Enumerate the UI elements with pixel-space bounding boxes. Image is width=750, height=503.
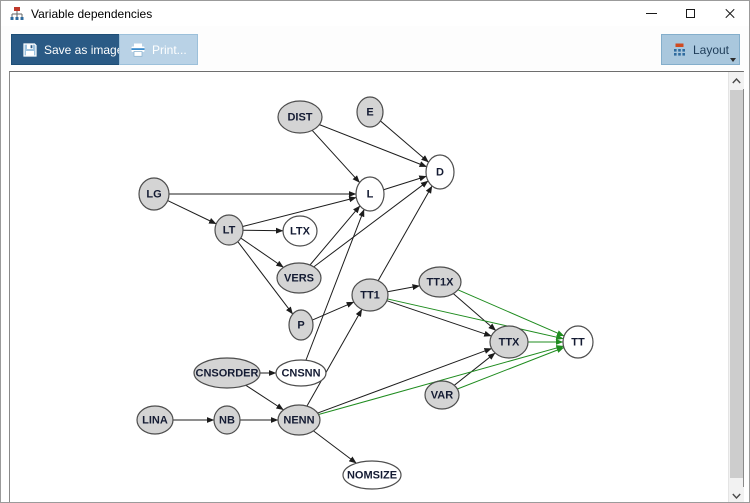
graph-node-CNSORDER[interactable]: CNSORDER — [193, 357, 261, 389]
edge-VERS-L — [309, 205, 361, 266]
graph-node-E[interactable]: E — [356, 96, 384, 128]
edge-VERS-D — [313, 180, 429, 268]
edge-NENN-TTX — [317, 347, 492, 414]
edge-VAR-TTX — [453, 352, 496, 386]
node-label-E: E — [366, 107, 373, 119]
edge-TT1-TTX — [386, 300, 492, 337]
scroll-down-button[interactable] — [729, 487, 744, 502]
graph-node-NOMSIZE[interactable]: NOMSIZE — [342, 460, 402, 490]
node-label-CNSNN: CNSNN — [281, 368, 320, 380]
graph-node-NENN[interactable]: NENN — [277, 404, 321, 436]
graph-node-TTX[interactable]: TTX — [489, 325, 529, 359]
edge-L-D — [383, 175, 427, 191]
chevron-down-icon — [730, 58, 736, 62]
edge-E-D — [380, 120, 429, 163]
edge-NENN-TT — [318, 345, 564, 416]
save-as-image-button[interactable]: Save as image... — [11, 34, 145, 65]
node-label-LT: LT — [223, 225, 236, 237]
print-button[interactable]: Print... — [119, 34, 198, 65]
edge-TT1X-TT — [457, 289, 565, 337]
edge-LT-VERS — [240, 237, 284, 268]
node-label-TT1X: TT1X — [427, 277, 455, 289]
close-icon — [724, 8, 736, 20]
graph-node-DIST[interactable]: DIST — [277, 100, 323, 134]
node-label-P: P — [297, 320, 304, 332]
node-label-TT: TT — [571, 337, 585, 349]
graph-node-CNSNN[interactable]: CNSNN — [275, 359, 327, 387]
edge-LG-LT — [167, 200, 217, 225]
node-label-NOMSIZE: NOMSIZE — [347, 470, 397, 482]
layout-button[interactable]: Layout — [660, 34, 740, 65]
dependency-graph: DIST E D LG L LT LTX VERS TT1 TT1X P TTX TT CNSORDER C… — [136, 96, 594, 490]
node-label-NENN: NENN — [283, 415, 314, 427]
printer-icon — [131, 43, 145, 57]
toolbar: Save as image... Print... Layout — [1, 26, 749, 70]
edge-LT-L — [242, 196, 357, 228]
node-label-TTX: TTX — [499, 337, 520, 349]
edge-CNSNN-L — [305, 209, 365, 361]
node-label-DIST: DIST — [287, 112, 312, 124]
edge-CNSORDER-NENN — [245, 384, 284, 411]
edge-NENN-NOMSIZE — [313, 430, 357, 464]
graph-canvas[interactable]: DIST E D LG L LT LTX VERS TT1 TT1X P TTX TT CNSORDER C… — [9, 71, 744, 502]
graph-node-P[interactable]: P — [288, 309, 314, 341]
node-label-D: D — [436, 167, 444, 179]
graph-node-NB[interactable]: NB — [213, 405, 241, 435]
edge-DIST-D — [319, 124, 427, 168]
scroll-up-button[interactable] — [729, 72, 744, 89]
org-chart-icon — [10, 6, 24, 20]
node-label-VERS: VERS — [284, 273, 314, 285]
edge-TT1-D — [377, 185, 433, 281]
title-bar: Variable dependencies — [1, 1, 749, 26]
minimize-icon — [646, 13, 657, 14]
org-chart-icon — [673, 43, 685, 56]
maximize-button[interactable] — [671, 1, 710, 26]
node-label-LG: LG — [146, 189, 161, 201]
edge-NENN-TT1 — [306, 309, 363, 407]
edge-VAR-TT — [457, 347, 565, 390]
edge-TT1-TT1X — [387, 284, 420, 293]
chevron-up-icon — [732, 77, 741, 83]
node-label-CNSORDER: CNSORDER — [196, 368, 259, 380]
print-label: Print... — [152, 42, 187, 57]
close-button[interactable] — [710, 1, 749, 26]
edge-LT-P — [237, 241, 294, 315]
graph-node-VAR[interactable]: VAR — [424, 380, 460, 410]
graph-node-L[interactable]: L — [355, 176, 385, 212]
graph-node-LTX[interactable]: LTX — [282, 215, 318, 247]
chevron-down-icon — [732, 493, 741, 499]
window-title: Variable dependencies — [31, 6, 153, 21]
vertical-scrollbar[interactable] — [728, 72, 744, 502]
edge-DIST-L — [311, 130, 360, 183]
graph-node-LT[interactable]: LT — [214, 214, 244, 246]
node-label-L: L — [367, 189, 374, 201]
edge-TT1-TT — [387, 298, 564, 341]
save-as-image-label: Save as image... — [44, 42, 134, 57]
node-label-VAR: VAR — [431, 390, 453, 402]
layout-label: Layout — [692, 42, 729, 57]
minimize-button[interactable] — [632, 1, 671, 26]
graph-node-LG[interactable]: LG — [138, 177, 170, 211]
edge-TT1X-TTX — [453, 293, 497, 331]
graph-node-LINA[interactable]: LINA — [136, 405, 174, 435]
floppy-disk-icon — [23, 42, 37, 57]
graph-node-TT1X[interactable]: TT1X — [418, 266, 462, 298]
node-label-LTX: LTX — [290, 226, 311, 238]
window-controls — [632, 1, 749, 26]
graph-node-D[interactable]: D — [425, 154, 455, 190]
node-label-TT1: TT1 — [360, 290, 380, 302]
maximize-icon — [686, 9, 695, 18]
graph-node-VERS[interactable]: VERS — [276, 262, 322, 294]
graph-node-TT[interactable]: TT — [562, 325, 594, 359]
node-label-LINA: LINA — [142, 415, 168, 427]
scrollbar-thumb[interactable] — [730, 90, 743, 478]
edge-LT-LTX — [242, 227, 284, 234]
graph-node-TT1[interactable]: TT1 — [351, 278, 389, 312]
edge-P-TT1 — [312, 301, 355, 321]
node-label-NB: NB — [219, 415, 235, 427]
